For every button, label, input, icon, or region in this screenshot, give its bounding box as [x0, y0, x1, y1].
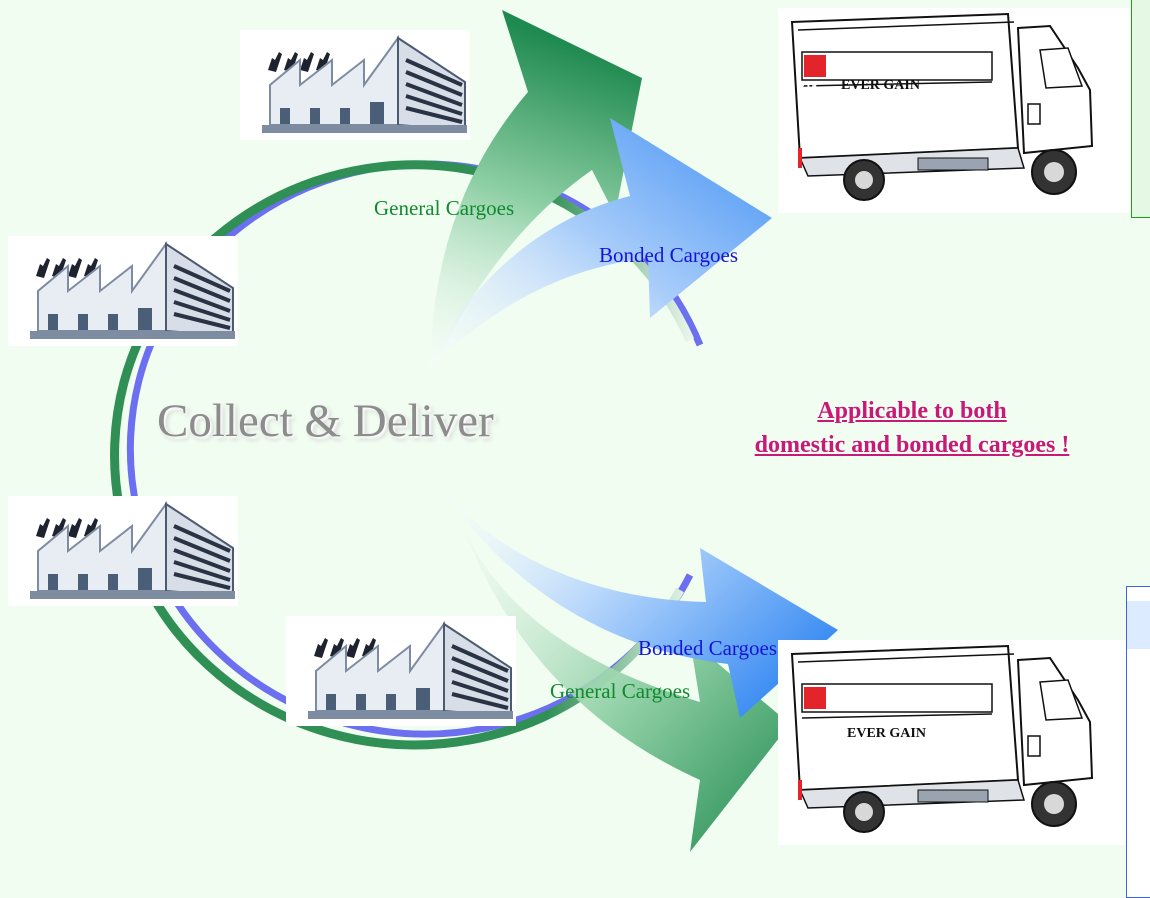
truck-icon-top [776, 6, 1150, 215]
truck-logo-top: ΣG [799, 78, 817, 93]
note-line-2: domestic and bonded cargoes ! [754, 432, 1070, 458]
info-panel-bottom [1126, 586, 1150, 898]
info-panel-bottom-header [1127, 601, 1150, 649]
factory-icon-1 [238, 28, 472, 142]
green-arrow-bottom [445, 470, 790, 852]
truck-icon-bottom [776, 638, 1150, 847]
truck-logo-bottom: ΣG [805, 726, 823, 741]
factory-icon-4 [284, 614, 518, 728]
truck-brand-bottom: EVER GAIN [847, 726, 926, 741]
factory-icon-3 [6, 494, 240, 608]
truck-brand-top: EVER GAIN [841, 78, 920, 93]
label-general-cargoes-bottom: General Cargoes [550, 679, 691, 703]
info-panel-top [1131, 0, 1150, 218]
green-arrow-top [430, 10, 642, 380]
blue-arrow-bottom [440, 486, 838, 718]
label-general-cargoes-top: General Cargoes [374, 196, 515, 220]
factory-icon-2 [6, 234, 240, 348]
diagram-title: Collect & Deliver [157, 395, 494, 447]
label-bonded-cargoes-bottom: Bonded Cargoes [638, 636, 778, 660]
applicability-note: Applicable to both domestic and bonded c… [662, 394, 1150, 462]
note-line-1: Applicable to both [817, 398, 1007, 424]
blue-arrow-top [425, 118, 772, 372]
label-bonded-cargoes-top: Bonded Cargoes [599, 243, 739, 267]
